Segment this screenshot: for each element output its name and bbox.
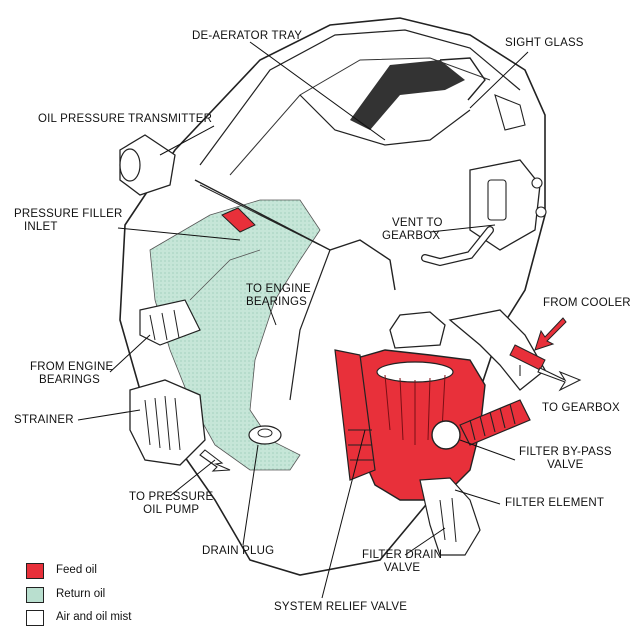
label-deaerator-tray: DE-AERATOR TRAY [192,30,303,42]
label-filter-bypass-valve-line1: FILTER BY-PASS [519,446,612,458]
label-from-cooler: FROM COOLER [543,297,631,309]
label-oil-pressure-transmitter: OIL PRESSURE TRANSMITTER [38,113,213,125]
label-to-gearbox: TO GEARBOX [542,402,620,414]
label-vent-to-gearbox-line2: GEARBOX [382,230,441,242]
label-pressure-filler-inlet: PRESSURE FILLER INLET [14,208,122,234]
label-sight-glass: SIGHT GLASS [505,37,584,49]
legend-swatch-feed-oil [26,563,44,579]
label-drain-plug: DRAIN PLUG [202,545,275,557]
label-filter-drain-valve-line1: FILTER DRAIN [362,549,443,561]
label-from-engine-bearings-line1: FROM ENGINE [30,361,114,373]
label-to-engine-bearings-line1: TO ENGINE [246,283,311,295]
label-to-pressure-oil-pump-line1: TO PRESSURE [129,491,214,503]
legend-swatch-air-oil-mist [26,610,44,626]
label-vent-to-gearbox-line1: VENT TO [392,217,443,229]
from-cooler-arrow [534,317,567,351]
legend-label-feed-oil: Feed oil [56,564,97,576]
label-from-engine-bearings-line2: BEARINGS [39,374,101,386]
label-filter-drain-valve-line2: VALVE [383,562,421,574]
label-system-relief-valve: SYSTEM RELIEF VALVE [274,601,408,613]
legend-swatch-return-oil [26,587,44,603]
legend-label-air-oil-mist: Air and oil mist [56,611,132,623]
label-filter-bypass-valve-line2: VALVE [547,459,584,471]
label-filter-drain-valve: FILTER DRAIN VALVE [362,549,442,575]
label-pressure-filler-inlet-line1: PRESSURE FILLER [14,208,123,220]
label-filter-bypass-valve: FILTER BY-PASS VALVE [519,446,612,472]
label-to-pressure-oil-pump: TO PRESSURE OIL PUMP [129,491,213,517]
label-from-engine-bearings: FROM ENGINE BEARINGS [30,361,113,387]
label-to-engine-bearings: TO ENGINE BEARINGS [246,283,311,309]
label-vent-to-gearbox: VENT TO GEARBOX [382,217,443,243]
label-to-pressure-oil-pump-line2: OIL PUMP [143,504,200,516]
label-pressure-filler-inlet-line2: INLET [24,221,58,233]
label-filter-element: FILTER ELEMENT [505,497,605,509]
legend-label-return-oil: Return oil [56,588,106,600]
label-to-engine-bearings-line2: BEARINGS [246,296,308,308]
label-strainer: STRAINER [14,414,74,426]
leader-lines [77,41,529,599]
